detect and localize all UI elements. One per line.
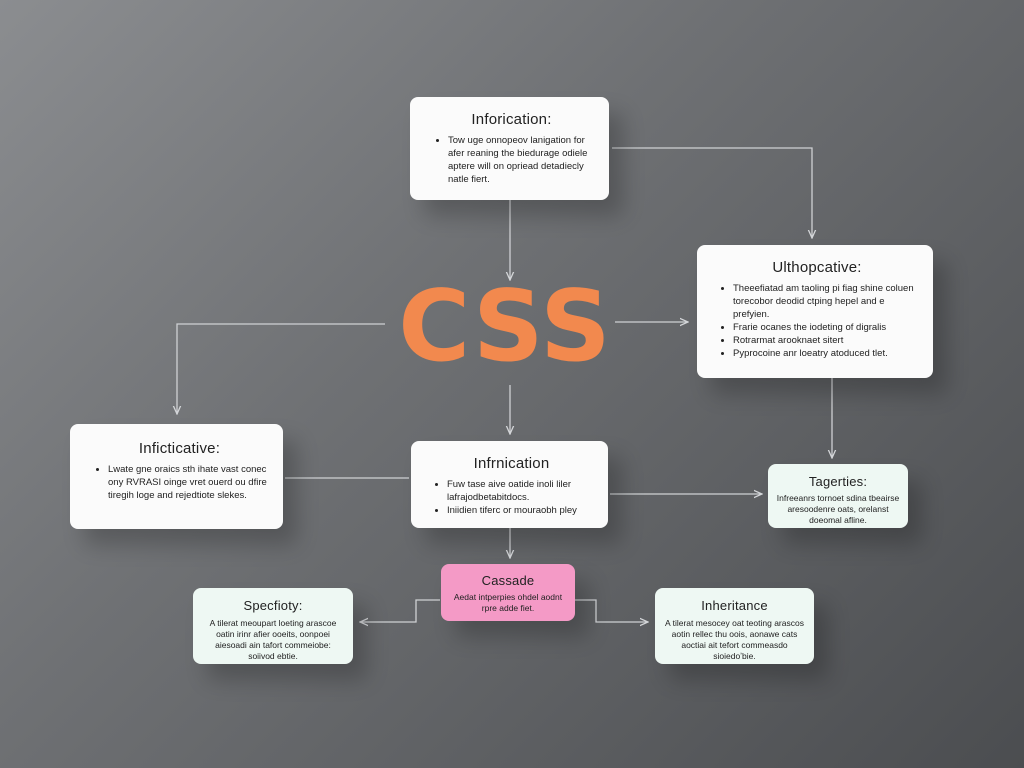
card-top-bullet: Tow uge onnopeov lanigation for afer rea…	[448, 134, 591, 186]
card-specificity-text: A tilerat meoupart loeting arascoe oatin…	[209, 618, 337, 661]
card-left-list: Lwate gne oraics sth ihate vast conec on…	[92, 463, 267, 502]
card-left-bullet: Lwate gne oraics sth ihate vast conec on…	[108, 463, 267, 502]
card-tagerties-text: Infreeanrs tornoet sdina tbeairse aresoo…	[776, 493, 900, 525]
card-inheritance-title: Inheritance	[701, 598, 768, 613]
card-right-bullet: Pyprocoine anr loeatry atoduced tlet.	[733, 347, 917, 360]
card-top-list: Tow uge onnopeov lanigation for afer rea…	[432, 134, 591, 186]
card-top-title: Inforication:	[471, 111, 552, 128]
card-left: Inficticative: Lwate gne oraics sth ihat…	[70, 424, 283, 529]
card-right-title: Ulthopcative:	[772, 259, 862, 276]
card-right: Ulthopcative: Theeefiatad am taoling pi …	[697, 245, 933, 378]
card-top: Inforication: Tow uge onnopeov lanigatio…	[410, 97, 609, 200]
arrow-cascade-to-inheritance	[575, 599, 648, 622]
arrow-css-to-left	[177, 323, 385, 414]
card-inheritance-text: A tilerat mesocey oat teoting arascos ao…	[665, 618, 804, 661]
card-right-bullet: Rotrarmat arooknaet sitert	[733, 334, 917, 347]
card-right-bullet: Frarie ocanes the iodeting of digralis	[733, 321, 917, 334]
card-specificity-title: Specfioty:	[243, 598, 303, 613]
card-right-list: Theeefiatad am taoling pi fiag shine col…	[717, 282, 917, 360]
card-center: Infrnication Fuw tase aive oatide inoli …	[411, 441, 608, 528]
arrow-cascade-to-specificity	[360, 599, 440, 622]
card-cascade-text: Aedat intperpies ohdel aodnt rpre adde f…	[453, 592, 563, 613]
card-tagerties: Tagerties: Infreeanrs tornoet sdina tbea…	[768, 464, 908, 528]
css-headline: CSS	[398, 270, 612, 384]
card-center-list: Fuw tase aive oatide inoli liler lafrajo…	[431, 478, 592, 517]
card-center-title: Infrnication	[473, 455, 550, 472]
card-center-bullet: Fuw tase aive oatide inoli liler lafrajo…	[447, 478, 592, 504]
card-specificity: Specfioty: A tilerat meoupart loeting ar…	[193, 588, 353, 664]
card-cascade-title: Cassade	[481, 573, 535, 588]
card-center-bullet: Iniidien tiferc or mouraobh pley	[447, 504, 592, 517]
card-right-bullet: Theeefiatad am taoling pi fiag shine col…	[733, 282, 917, 321]
card-tagerties-title: Tagerties:	[808, 474, 868, 489]
card-left-title: Inficticative:	[138, 440, 221, 457]
arrow-top-to-right	[612, 147, 812, 238]
card-cascade: Cassade Aedat intperpies ohdel aodnt rpr…	[441, 564, 575, 621]
card-inheritance: Inheritance A tilerat mesocey oat teotin…	[655, 588, 814, 664]
